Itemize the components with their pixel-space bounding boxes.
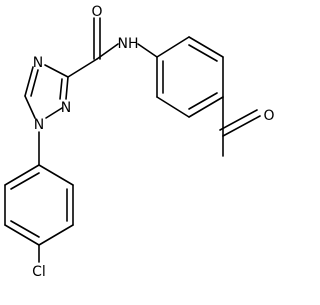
bond-c3-carbonyl (67, 58, 98, 78)
bond-nh-aryl (137, 43, 158, 58)
bond-ph6 (38, 164, 74, 186)
bond-acetyl-o-double (219, 109, 258, 131)
bond-c3-n4 (44, 64, 69, 78)
bond-n2-c3-double (59, 78, 63, 100)
amide-group (67, 17, 158, 78)
triazole-n2-label: N (61, 100, 71, 116)
acetyl-group (219, 96, 261, 157)
bond-ar5 (156, 96, 190, 118)
bond-ph1 (4, 164, 40, 186)
bond-ar2 (188, 36, 224, 58)
bond-ar-inner2 (188, 92, 218, 110)
bond-acetyl-o (222, 115, 261, 137)
bond-n1-n2 (45, 107, 63, 119)
bond-ar-inner1 (188, 44, 218, 62)
bond-ph-inner1 (10, 172, 40, 190)
bond-n4-c5 (30, 69, 39, 97)
bond-carbonyl-nh (96, 43, 119, 60)
amide-nh-label: NH (118, 36, 139, 52)
bond-ph3 (4, 224, 40, 246)
amide-oxygen-label: O (91, 4, 102, 20)
bond-ph4 (38, 224, 74, 246)
acetyl-oxygen-label: O (263, 108, 274, 124)
chlorine-label: Cl (32, 264, 46, 280)
chlorophenyl-ring (4, 164, 74, 263)
bond-ar4 (188, 96, 224, 118)
molecule-structure: O NH N N N O Cl (4, 4, 275, 280)
bond-n4-c5-double (24, 66, 34, 97)
bond-ar1 (156, 36, 190, 58)
triazole-n1-label: N (34, 117, 44, 133)
bond-c5-n1 (24, 95, 36, 119)
triazole-ring (24, 64, 69, 119)
bond-n2-c3 (65, 76, 69, 100)
acetylphenyl-ring (156, 36, 224, 118)
triazole-n4-label: N (33, 55, 43, 71)
bond-ph-inner2 (10, 220, 40, 238)
